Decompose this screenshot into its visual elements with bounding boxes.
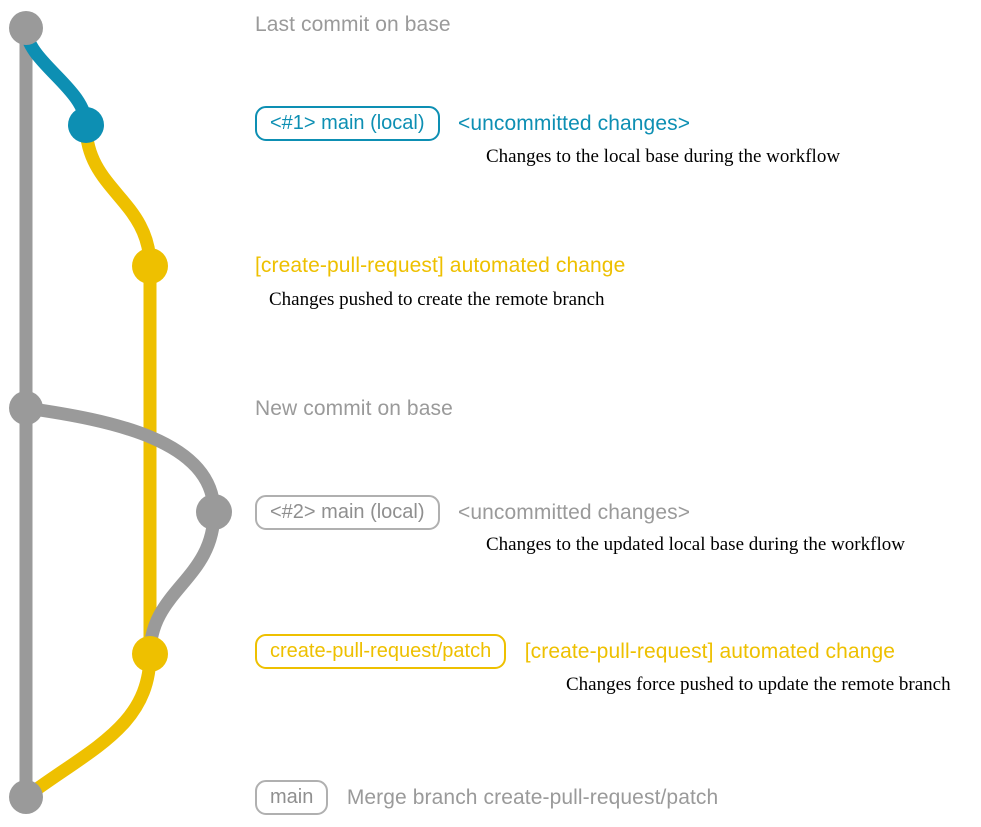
ref-badge-main[interactable]: main bbox=[255, 780, 329, 815]
edge-base2-to-local2 bbox=[19, 401, 221, 519]
entry-last-commit-on-base: Last commit on base bbox=[255, 13, 451, 37]
entry-merge: main Merge branch create-pull-request/pa… bbox=[255, 780, 718, 815]
node-base-commit-2 bbox=[9, 391, 43, 425]
commit-subject-merge: Merge branch create-pull-request/patch bbox=[346, 785, 719, 809]
node-merge-commit bbox=[9, 780, 43, 814]
edge-local1-to-remote1 bbox=[79, 118, 157, 273]
entry-local-1: <#1> main (local) <uncommitted changes> bbox=[255, 106, 690, 141]
ref-badge-create-pull-request-patch[interactable]: create-pull-request/patch bbox=[255, 634, 507, 669]
ref-badge-main-local-2[interactable]: <#2> main (local) bbox=[255, 495, 440, 530]
note-remote-create: Changes pushed to create the remote bran… bbox=[269, 289, 605, 310]
ref-badge-main-local-1[interactable]: <#1> main (local) bbox=[255, 106, 440, 141]
heading-last-commit-on-base: Last commit on base bbox=[255, 13, 451, 36]
node-local-commit-1 bbox=[68, 107, 104, 143]
edge-local2-to-remote2 bbox=[143, 505, 221, 661]
note-remote-patch: Changes force pushed to update the remot… bbox=[566, 674, 951, 695]
entry-new-commit-on-base: New commit on base bbox=[255, 397, 453, 421]
heading-new-commit-on-base: New commit on base bbox=[255, 397, 453, 420]
commit-subject-local-1: <uncommitted changes> bbox=[457, 111, 691, 135]
commit-subject-remote-patch: [create-pull-request] automated change bbox=[524, 639, 896, 663]
node-local-commit-2 bbox=[196, 494, 232, 530]
note-local-1: Changes to the local base during the wor… bbox=[486, 146, 841, 167]
edge-remote2-to-merge bbox=[19, 647, 157, 804]
entry-remote-patch: create-pull-request/patch [create-pull-r… bbox=[255, 634, 895, 669]
commit-subject-remote-create: [create-pull-request] automated change bbox=[255, 254, 626, 277]
entry-remote-create: [create-pull-request] automated change bbox=[255, 254, 625, 278]
node-remote-commit-1 bbox=[132, 248, 168, 284]
node-remote-commit-2 bbox=[132, 636, 168, 672]
entry-local-2: <#2> main (local) <uncommitted changes> bbox=[255, 495, 690, 530]
commit-subject-local-2: <uncommitted changes> bbox=[457, 500, 691, 524]
note-local-2: Changes to the updated local base during… bbox=[486, 534, 905, 555]
node-base-head bbox=[9, 11, 43, 45]
